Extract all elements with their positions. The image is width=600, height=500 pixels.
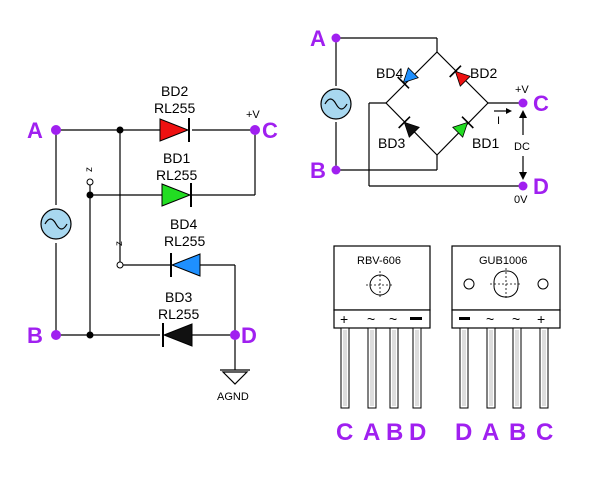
bridge-zero-v: 0V bbox=[514, 194, 528, 206]
diode-bd3-icon bbox=[162, 323, 193, 347]
pkg1-pin-label-4: D bbox=[409, 419, 426, 446]
bridge-bd4-icon bbox=[397, 67, 419, 89]
pkg2-pin-label-2: A bbox=[482, 419, 499, 446]
pkg1-pin-label-1: C bbox=[336, 419, 353, 446]
bridge-node-d: D bbox=[533, 174, 549, 199]
bridge-node-b: B bbox=[310, 158, 326, 183]
left-node-b: B bbox=[27, 323, 43, 348]
left-node-a: A bbox=[27, 118, 43, 143]
pkg2-mark-4: + bbox=[537, 311, 545, 327]
left-circuit: z z BD2 RL255 BD1 RL255 BD4 RL255 bbox=[27, 83, 278, 403]
pkg1-mark-1: + bbox=[340, 311, 348, 327]
bridge-node-a: A bbox=[310, 26, 326, 51]
bd4-name: BD4 bbox=[170, 216, 197, 232]
ac-source-icon bbox=[40, 208, 72, 240]
pkg2-mounting-hole-icon bbox=[490, 268, 522, 300]
pkg2-hole-right-icon bbox=[537, 278, 549, 290]
bd1-part: RL255 bbox=[156, 167, 197, 183]
bd2-name: BD2 bbox=[161, 83, 188, 99]
bridge-bd3-label: BD3 bbox=[378, 135, 405, 151]
pkg1-pins bbox=[340, 327, 422, 409]
diode-bd4-icon bbox=[170, 253, 201, 277]
pkg2-mark-2: ~ bbox=[486, 311, 494, 327]
ground-label: AGND bbox=[217, 391, 249, 403]
bridge-ac-source-icon bbox=[320, 88, 352, 120]
pkg2-model: GUB1006 bbox=[479, 255, 527, 267]
pkg1-pin-label-2: A bbox=[363, 419, 380, 446]
bd4-part: RL255 bbox=[164, 233, 205, 249]
pkg2-pin-label-3: B bbox=[509, 419, 526, 446]
package-gub1006: GUB1006 ~ ~ + D A B C bbox=[451, 245, 561, 446]
bridge-bd2-icon bbox=[449, 65, 471, 87]
left-node-c: C bbox=[262, 118, 278, 143]
pkg1-mark-3: ~ bbox=[389, 311, 397, 327]
bridge-circuit: DC I BD4 BD2 BD3 BD1 bbox=[310, 26, 549, 206]
left-node-d: D bbox=[241, 323, 257, 348]
bd3-part: RL255 bbox=[158, 306, 199, 322]
pkg2-pin-label-4: C bbox=[536, 419, 553, 446]
bridge-bd4-label: BD4 bbox=[376, 65, 403, 81]
pkg2-pin-label-1: D bbox=[455, 419, 472, 446]
bridge-current-label: I bbox=[497, 115, 500, 127]
mark-1: z bbox=[84, 167, 95, 172]
package-rbv606: RBV-606 + ~ ~ C A B D bbox=[333, 245, 431, 446]
bd1-name: BD1 bbox=[163, 150, 190, 166]
bridge-bd3-icon bbox=[398, 116, 420, 138]
ground-icon bbox=[220, 369, 250, 385]
mark-2: z bbox=[114, 241, 125, 246]
bridge-plus-v: +V bbox=[515, 84, 529, 96]
bd3-name: BD3 bbox=[165, 289, 192, 305]
pkg2-pins bbox=[459, 327, 549, 409]
mounting-hole-icon bbox=[366, 271, 394, 299]
pkg2-mark-3: ~ bbox=[512, 311, 520, 327]
pkg1-model: RBV-606 bbox=[357, 255, 401, 267]
pkg2-hole-left-icon bbox=[463, 278, 475, 290]
diode-bd2-icon bbox=[159, 118, 190, 142]
bridge-dc-label: DC bbox=[514, 141, 530, 153]
bridge-node-c: C bbox=[533, 91, 549, 116]
left-plus-v: +V bbox=[246, 109, 260, 121]
diode-bd1-icon bbox=[161, 183, 192, 207]
pkg1-pin-label-3: B bbox=[386, 419, 403, 446]
bridge-bd1-icon bbox=[452, 116, 474, 138]
pkg1-mark-2: ~ bbox=[367, 311, 375, 327]
bridge-bd1-label: BD1 bbox=[472, 135, 499, 151]
bd2-part: RL255 bbox=[154, 100, 195, 116]
bridge-bd2-label: BD2 bbox=[470, 65, 497, 81]
